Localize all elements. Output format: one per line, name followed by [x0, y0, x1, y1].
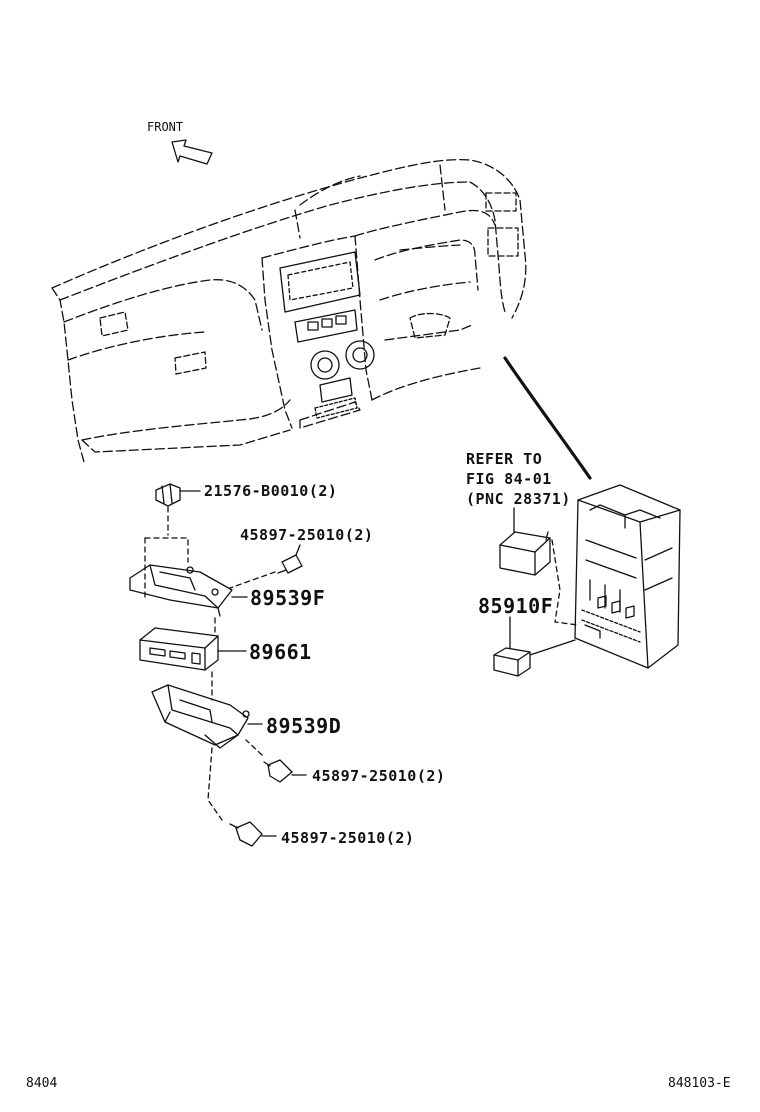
callout-89539f: 89539F: [250, 586, 326, 610]
relay-85910f: [493, 647, 531, 677]
bolt-45897-top: [277, 554, 303, 574]
right-dash-details: [99, 192, 519, 375]
bolt-bot-dashes: [207, 747, 223, 821]
refer-note-line3: (PNC 28371): [466, 490, 571, 508]
callout-89539d: 89539D: [266, 714, 342, 738]
bolt-mid-dashes: [245, 739, 263, 756]
clip-link-dashes: [144, 506, 189, 601]
junction-block: [574, 484, 681, 669]
leader-line-to-junction-block: [503, 356, 592, 480]
footer-left-code: 8404: [26, 1076, 58, 1091]
callout-45897-mid: 45897-25010(2): [312, 767, 446, 785]
relay-link-line: [529, 639, 576, 656]
computer-89661: [139, 627, 219, 671]
leader-45897-top: [295, 544, 301, 556]
callout-89661: 89661: [249, 640, 312, 664]
callout-21576-b0010: 21576-B0010(2): [204, 482, 338, 500]
callout-85910f: 85910F: [478, 594, 554, 618]
refer-note-line1: REFER TO: [466, 450, 543, 468]
front-label: FRONT: [147, 120, 184, 134]
dashboard-outline: [51, 159, 527, 463]
callout-45897-bot: 45897-25010(2): [281, 829, 415, 847]
relay-refer-fig: [499, 531, 551, 576]
front-arrow-icon: [171, 139, 213, 165]
callout-45897-top: 45897-25010(2): [240, 526, 374, 544]
clip-21576-b0010: [155, 483, 181, 507]
junction-dashes: [551, 539, 579, 626]
bracket-89539f: [129, 564, 233, 617]
refer-note-line2: FIG 84-01: [466, 470, 552, 488]
bracket-89539d: [151, 684, 250, 749]
bolt-top-dashes: [229, 571, 276, 589]
bolt-45897-mid: [263, 759, 293, 783]
bolt-45897-bot: [229, 821, 263, 847]
footer-right-code: 848103-E: [668, 1076, 731, 1091]
center-console: [279, 251, 375, 419]
ecu-link-dashes: [211, 617, 216, 701]
